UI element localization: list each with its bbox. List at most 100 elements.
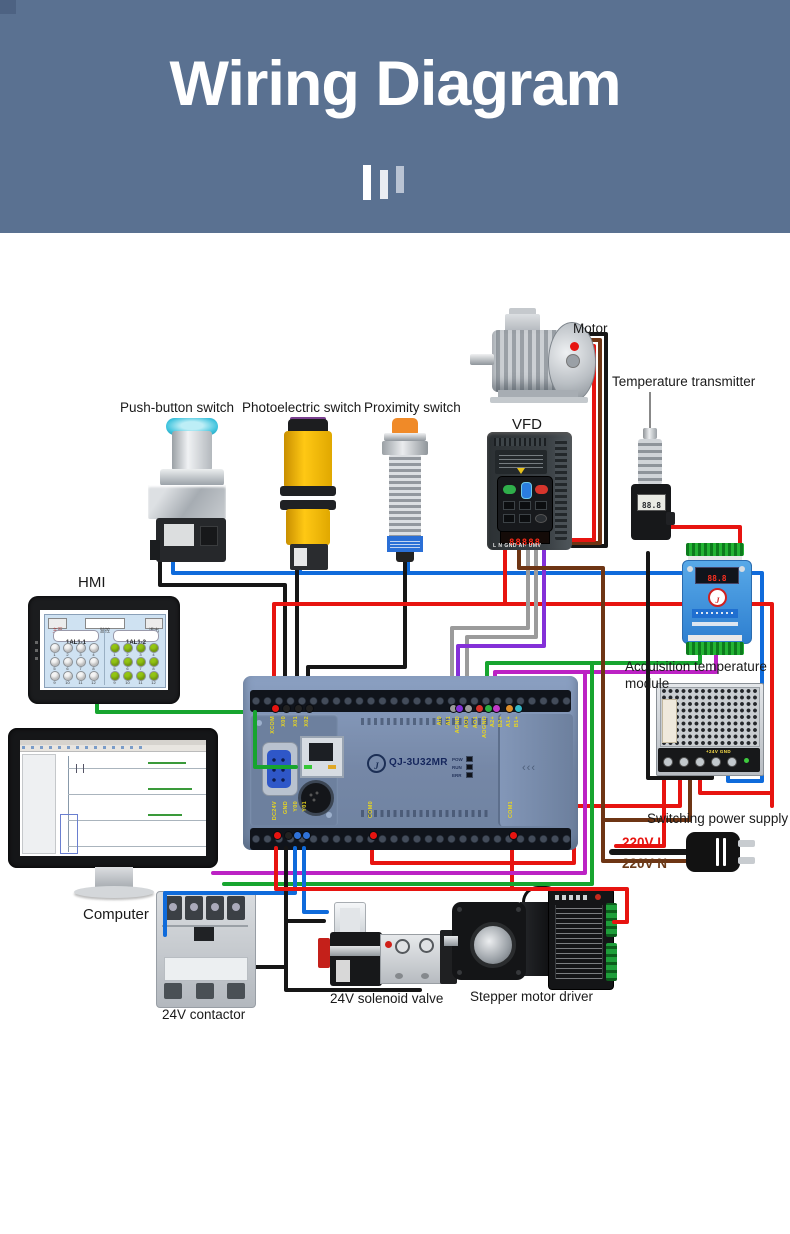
label-switching-power-supply: Switching power supply [647,811,789,826]
label-computer: Computer [83,906,149,923]
terminal-dot [368,830,378,840]
terminal-label: B2+ [498,716,504,728]
hmi-indicator: 10 [121,671,134,685]
ladder-rung-2 [68,794,206,795]
decor-bar-3 [396,166,404,193]
hmi-btn-exit: 退出 [145,618,163,634]
plug-body [686,832,740,872]
vfd-display: 88888 [500,531,550,548]
power-plug [686,830,756,874]
terminal-dot [454,703,464,713]
motor-base [490,397,588,403]
module-logo: J [708,588,727,607]
module-name-bar [692,609,738,618]
terminal-label: Y00 [293,801,299,812]
panel-screw-1 [256,720,262,726]
solenoid-coil [330,932,382,986]
hmi-panel1-pill: 1AL1-1 [53,630,99,646]
panel-screw-2 [326,812,332,818]
terminal-label: GND [283,801,289,815]
switching-power-supply: +24V GND [656,683,764,776]
terminal-label: X00 [281,716,287,727]
vfd-top-vents [494,438,546,446]
pe-top-cap [288,419,328,432]
module-display: 88.8 [695,567,739,584]
monitor-base [74,886,154,898]
terminal-dot [304,703,314,713]
hmi-panel2-pill: 1AL1-2 [113,630,159,646]
psu-spec-sticker [662,699,677,743]
terminal-dot [504,703,514,713]
hmi-divider [104,629,105,685]
terminal-label: Y01 [302,801,308,812]
driver-terminal-lower [606,943,617,981]
plug-prong-bottom [738,857,755,864]
plc-vent-row-1 [361,718,491,725]
terminal-dot [491,703,501,713]
terminal-label: AI1 [446,716,452,726]
button-cylinder [172,431,212,471]
terminal-label: COM1 [508,801,514,819]
ladder-bus-line [68,756,69,852]
led-row-err: ERR [452,772,473,778]
solenoid-manual-button [318,938,330,968]
ladder-rung-4 [68,846,206,847]
hmi-indicator: 1 [48,643,61,657]
hmi-indicator: 2 [61,643,74,657]
terminal-label: AO0 [464,716,470,729]
contact-block-tab [150,540,160,560]
prox-sensing-tip [392,418,418,434]
hmi-indicator: 5 [48,657,61,671]
db9-serial-port [262,742,298,796]
terminal-label: A1+ [506,716,512,728]
terminal-label: XCOM [270,716,276,734]
label-vfd: VFD [512,416,542,433]
valve-red-dot [385,941,392,948]
vfd-info-panel [495,450,547,474]
button-flange [160,469,224,486]
hmi-indicator: 8 [147,657,160,671]
solenoid-valve [316,900,458,990]
expansion-chevrons: ‹‹‹ [522,762,536,774]
temperature-transmitter: 88.8 [628,392,678,552]
ladder-comment-2 [148,788,192,790]
stepper-motor-driver [444,886,618,990]
decor-bar-1 [363,165,371,200]
transmitter-knob [666,512,675,525]
terminal-dot [463,703,473,713]
software-menubar [20,740,206,745]
terminal-dot [281,703,291,713]
motor-junction-box [509,308,536,316]
valve-body [380,934,444,984]
transmitter-lcd: 88.8 [637,494,666,511]
label-solenoid: 24V solenoid valve [330,991,444,1006]
terminal-label: X02 [304,716,310,727]
module-spec-line [692,622,738,626]
hmi-indicator: 7 [134,657,147,671]
motor-shaft [470,354,494,365]
terminal-dot [513,703,523,713]
vfd: 88888 L N GND AI- UMV [487,432,572,550]
pe-clamp-ring-1 [280,486,336,496]
hmi-indicator: 10 [61,671,74,685]
pe-upper-barrel [284,431,332,489]
terminal-label: AGND [455,716,461,734]
ladder-comment-1 [148,762,186,764]
prox-cable-tip [396,552,414,562]
proximity-switch [370,416,438,564]
hmi-indicator: 12 [87,671,100,685]
label-hmi: HMI [78,574,106,591]
ladder-selection-box [60,814,78,854]
pe-lower-barrel [286,509,330,545]
hmi-indicator: 9 [48,671,61,685]
module-bottom-pins [688,635,742,641]
terminal-dot [508,830,518,840]
pe-label [294,548,307,566]
terminal-dot [293,703,303,713]
photoelectric-switch [275,416,342,572]
stepper-face-ring [470,922,516,968]
hmi-indicator: 12 [147,671,160,685]
